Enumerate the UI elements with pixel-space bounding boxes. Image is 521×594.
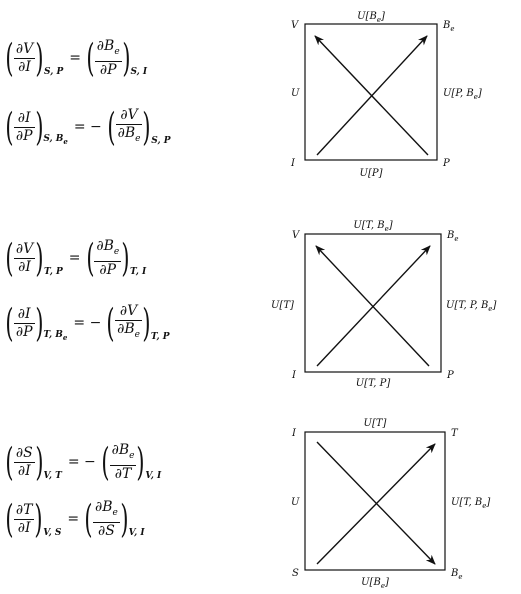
panel-1: ( ∂V ∂I ) S, P = ( ∂Be ∂P ) S, I ( ∂I — [0, 0, 521, 192]
corner-label-br: Be — [450, 568, 463, 581]
fraction: ∂V ∂Be — [115, 107, 143, 144]
square-diagram-1: V Be I P U[Be] U U[P, Be] U[P] — [290, 11, 482, 179]
equation-2b: ( ∂I ∂P ) T, Be = − ( ∂V ∂Be ) T, P — [5, 301, 170, 346]
arrow-diagonal — [316, 441, 436, 565]
corner-label-br: P — [442, 158, 450, 169]
side-label-bottom: U[T, P] — [356, 378, 391, 389]
fraction: ∂I ∂P — [13, 305, 35, 340]
arrow-diagonal — [315, 245, 430, 367]
fraction: ∂T ∂I — [13, 501, 35, 536]
corner-label-tr: Be — [446, 230, 459, 243]
side-label-right: U[T, P, Be] — [446, 300, 496, 313]
fraction: ∂V ∂I — [13, 240, 36, 275]
equation-1a: ( ∂V ∂I ) S, P = ( ∂Be ∂P ) S, I — [5, 36, 148, 81]
arrow-diagonal — [314, 35, 429, 156]
side-label-bottom: U[P] — [360, 168, 383, 179]
fraction: ∂I ∂P — [13, 109, 35, 144]
fraction: ∂V ∂Be — [115, 303, 142, 340]
corner-label-tr: T — [451, 428, 459, 439]
fraction: ∂Be ∂S — [92, 499, 120, 539]
square-frame — [304, 431, 446, 571]
corner-label-bl: I — [290, 158, 296, 169]
thermo-square-2: V Be I P U[T, Be] U[T] U[T, P, Be] U[T, … — [268, 208, 520, 392]
corner-label-tl: I — [291, 428, 297, 439]
corner-label-tl: V — [291, 20, 300, 31]
equation-2a: ( ∂V ∂I ) T, P = ( ∂Be ∂P ) T, I — [5, 236, 147, 281]
corner-label-bl: S — [292, 568, 299, 579]
side-label-left: U[T] — [271, 300, 294, 311]
fraction: ∂V ∂I — [13, 40, 36, 75]
side-label-top: U[Be] — [357, 11, 385, 24]
thermo-square-1: V Be I P U[Be] U U[P, Be] U[P] — [280, 4, 520, 184]
side-label-top: U[T, Be] — [353, 220, 392, 233]
side-label-top: U[T] — [364, 418, 387, 429]
corner-label-bl: I — [291, 370, 297, 381]
fraction: ∂Be ∂P — [94, 238, 122, 278]
side-label-left: U — [291, 88, 300, 99]
thermo-square-3: I T S Be U[T] U U[T, Be] U[Be] — [280, 404, 520, 590]
square-frame — [304, 23, 438, 161]
side-label-bottom: U[Be] — [361, 577, 389, 590]
equation-3b: ( ∂T ∂I ) V, S = ( ∂Be ∂S ) V, I — [5, 497, 145, 542]
side-label-right: U[P, Be] — [443, 88, 482, 101]
square-diagram-3: I T S Be U[T] U U[T, Be] U[Be] — [291, 418, 490, 590]
panel-3: ( ∂S ∂I ) V, T = − ( ∂Be ∂T ) V, I ( ∂T — [0, 398, 521, 592]
square-diagram-2: V Be I P U[T, Be] U[T] U[T, P, Be] U[T, … — [271, 220, 496, 389]
corner-label-tl: V — [292, 230, 301, 241]
fraction: ∂Be ∂T — [109, 442, 137, 482]
fraction: ∂Be ∂P — [94, 38, 122, 78]
square-frame — [304, 233, 442, 373]
arrow-diagonal — [316, 245, 431, 367]
fraction: ∂S ∂I — [13, 444, 35, 479]
panel-2: ( ∂V ∂I ) T, P = ( ∂Be ∂P ) T, I ( ∂I — [0, 200, 521, 392]
side-label-left: U — [291, 497, 300, 508]
equation-1b: ( ∂I ∂P ) S, Be = − ( ∂V ∂Be ) S, P — [5, 105, 171, 150]
side-label-right: U[T, Be] — [451, 497, 490, 510]
corner-label-br: P — [446, 370, 454, 381]
corner-label-tr: Be — [442, 20, 455, 33]
equation-3a: ( ∂S ∂I ) V, T = − ( ∂Be ∂T ) V, I — [5, 440, 162, 485]
